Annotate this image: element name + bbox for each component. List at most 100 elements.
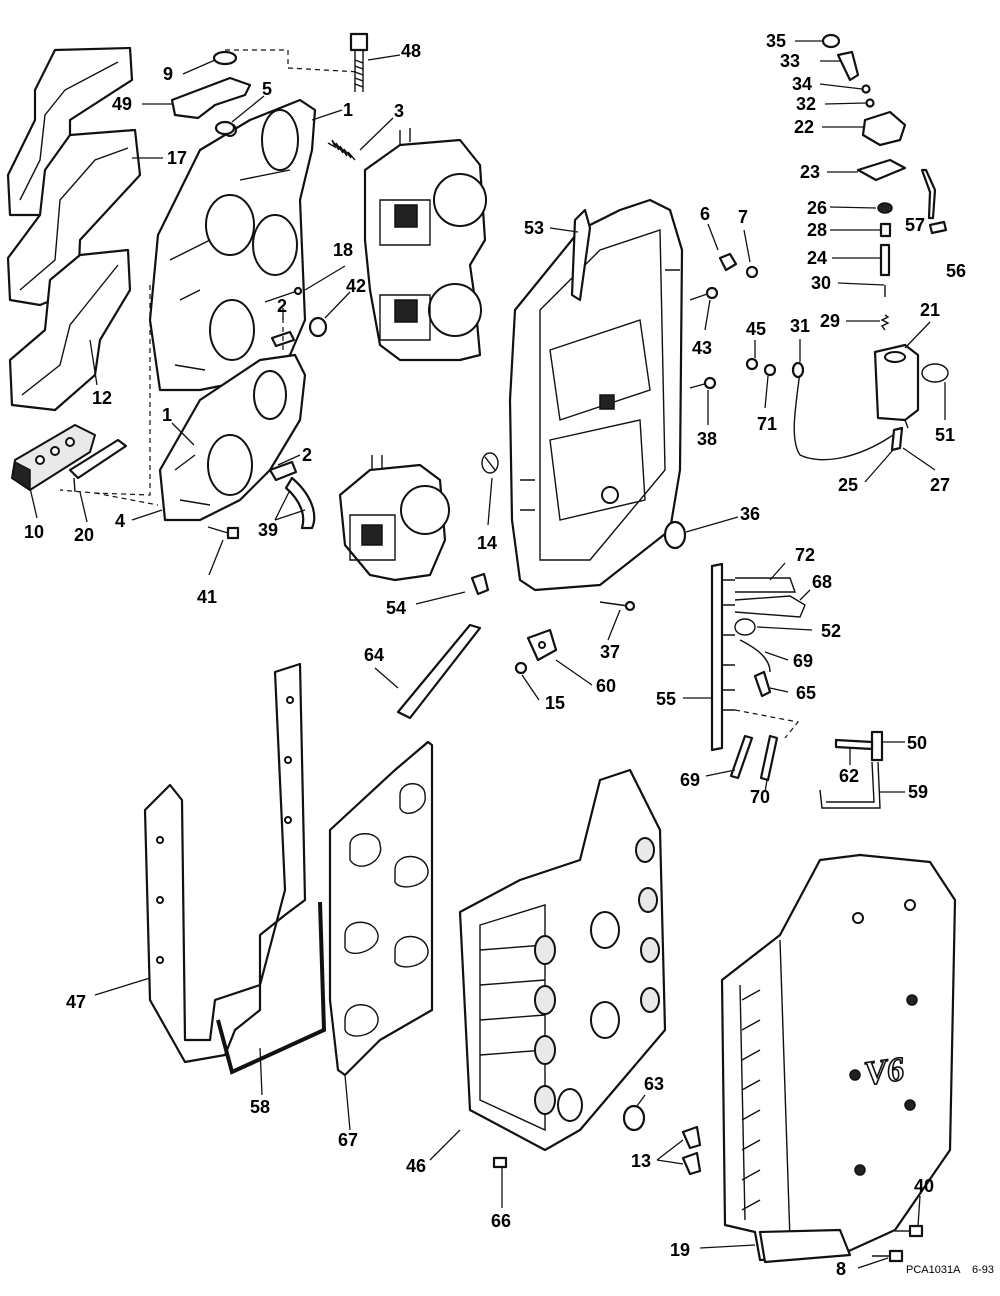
callout-7: 7 — [738, 207, 748, 227]
hose-72 — [735, 577, 796, 593]
callout-30: 30 — [811, 273, 831, 293]
screw-37 — [599, 600, 636, 612]
ball-34 — [861, 84, 871, 94]
callout-71: 71 — [757, 414, 777, 434]
callout-68: 68 — [812, 572, 832, 592]
callout-34: 34 — [792, 74, 812, 94]
bracket-60 — [526, 628, 558, 662]
spring-32 — [865, 98, 875, 108]
callout-43: 43 — [692, 338, 712, 358]
callout-63: 63 — [644, 1074, 664, 1094]
cover-logo: V6 — [862, 1051, 906, 1093]
callout-1-lower: 1 — [162, 405, 172, 425]
hose-39 — [268, 460, 316, 530]
callout-50: 50 — [907, 733, 927, 753]
grommet-36 — [663, 520, 687, 550]
fitting-54 — [470, 572, 490, 596]
bracket-6 — [718, 252, 738, 272]
callout-15: 15 — [545, 693, 565, 713]
washer-9 — [212, 50, 238, 66]
callout-2-lower: 2 — [302, 445, 312, 465]
callout-3: 3 — [394, 101, 404, 121]
solenoid-21 — [873, 343, 920, 429]
strap-51 — [921, 363, 949, 383]
callout-48: 48 — [401, 41, 421, 61]
callout-67: 67 — [338, 1130, 358, 1150]
callout-17: 17 — [167, 148, 187, 168]
figure-date: 6-93 — [972, 1264, 994, 1276]
washer-5 — [214, 120, 236, 136]
callout-1-upper: 1 — [343, 100, 353, 120]
clip-13 — [681, 1125, 702, 1176]
callout-69-lower: 69 — [680, 770, 700, 790]
callout-52: 52 — [821, 621, 841, 641]
callout-4: 4 — [115, 511, 125, 531]
callout-49: 49 — [112, 94, 132, 114]
spring-3 — [327, 139, 356, 161]
pump-body-22 — [861, 110, 907, 147]
spring-29 — [880, 314, 890, 331]
lever-53 — [570, 208, 592, 302]
callout-66: 66 — [491, 1211, 511, 1231]
callout-20: 20 — [74, 525, 94, 545]
gasket-47 — [143, 662, 307, 1064]
engine-cover-19 — [720, 853, 957, 1264]
plug-63 — [622, 1104, 646, 1132]
callout-28: 28 — [807, 220, 827, 240]
screw-18 — [264, 286, 303, 303]
hose-70 — [759, 734, 779, 782]
callouts: 35 33 34 32 22 23 26 57 28 24 56 30 29 2… — [24, 31, 966, 1279]
callout-9: 9 — [163, 64, 173, 84]
screw-38 — [689, 376, 717, 390]
callout-12: 12 — [92, 388, 112, 408]
callout-39: 39 — [258, 520, 278, 540]
callout-37: 37 — [600, 642, 620, 662]
reed-plate-10 — [11, 424, 96, 492]
bushing-28 — [879, 222, 892, 238]
callout-8: 8 — [836, 1259, 846, 1279]
bushing-42 — [308, 316, 328, 338]
callout-64: 64 — [364, 645, 384, 665]
tee-50 — [834, 730, 884, 762]
callout-24: 24 — [807, 248, 827, 268]
screw-7 — [745, 265, 759, 279]
callout-2-upper: 2 — [277, 296, 287, 316]
intake-gasket-12 — [8, 248, 132, 412]
callout-62: 62 — [839, 766, 859, 786]
callout-58: 58 — [250, 1097, 270, 1117]
callout-35: 35 — [766, 31, 786, 51]
callout-27: 27 — [930, 475, 950, 495]
callout-41: 41 — [197, 587, 217, 607]
callout-19: 19 — [670, 1240, 690, 1260]
callout-32: 32 — [796, 94, 816, 114]
bracket-49 — [170, 76, 252, 120]
screw-41 — [207, 526, 240, 540]
callout-13: 13 — [631, 1151, 651, 1171]
hose-69b — [729, 734, 754, 780]
callout-23: 23 — [800, 162, 820, 182]
callout-56: 56 — [946, 261, 966, 281]
intake-manifold-lower — [158, 353, 307, 522]
connector-25 — [890, 426, 904, 452]
screw-66 — [492, 1156, 508, 1169]
callout-40: 40 — [914, 1176, 934, 1196]
callout-18: 18 — [333, 240, 353, 260]
carburetor-upper — [363, 128, 487, 362]
carburetor-lower — [338, 455, 450, 582]
callout-45: 45 — [746, 319, 766, 339]
elbow-33 — [836, 50, 860, 82]
callout-57: 57 — [905, 215, 925, 235]
clamp-52 — [734, 618, 756, 636]
diaphragm-23 — [856, 158, 907, 182]
callout-10: 10 — [24, 522, 44, 542]
leader-lines — [29, 40, 946, 1269]
hose-69a — [739, 639, 771, 673]
hose-64 — [396, 623, 482, 720]
clip-14 — [481, 452, 499, 474]
callout-47: 47 — [66, 992, 86, 1012]
gasket-67 — [328, 740, 434, 1077]
callout-53: 53 — [524, 218, 544, 238]
callout-36: 36 — [740, 504, 760, 524]
callout-60: 60 — [596, 676, 616, 696]
callout-5: 5 — [262, 79, 272, 99]
